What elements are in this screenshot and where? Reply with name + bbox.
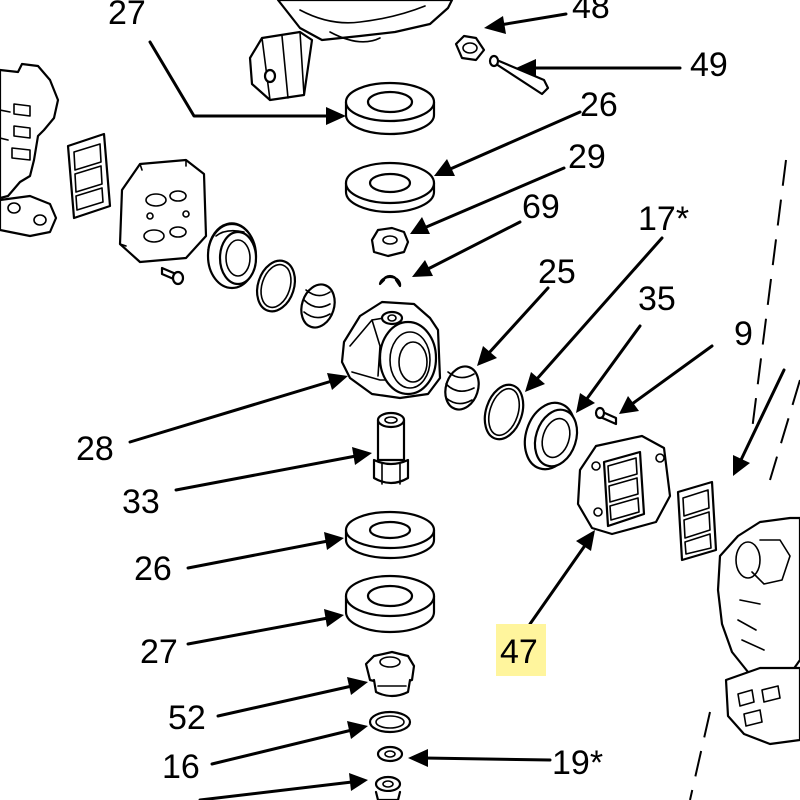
callout-52: 52 <box>168 699 206 737</box>
callout-27-bottom: 27 <box>140 633 178 671</box>
part-9-screw <box>594 406 618 426</box>
left-screw <box>160 266 185 286</box>
part-27-top-seal-ring <box>344 81 436 136</box>
center-line-right-lower <box>689 711 711 800</box>
callout-25: 25 <box>538 253 576 291</box>
part-17-o-ring <box>483 383 525 441</box>
callout-33: 33 <box>122 483 160 521</box>
callout-29: 29 <box>568 138 606 176</box>
callout-16: 16 <box>162 748 200 786</box>
part-35-seat <box>523 401 579 471</box>
part-49-pin <box>488 54 550 96</box>
left-o-ring <box>255 259 297 313</box>
right-gasket <box>676 480 718 562</box>
callout-labels: 27 48 49 26 29 69 17* 25 35 9 28 33 26 2… <box>76 0 753 786</box>
center-line-right-upper <box>751 159 787 431</box>
callout-27-top: 27 <box>108 0 146 32</box>
right-housing-fragment <box>716 516 800 746</box>
part-48-sleeve <box>454 34 486 62</box>
part-16-o-ring <box>368 710 412 734</box>
part-25-spring <box>444 365 480 411</box>
left-gasket <box>66 132 112 220</box>
leader-lines <box>128 12 786 800</box>
top-manifold-part <box>248 0 454 102</box>
callout-47: 47 <box>500 633 538 671</box>
part-52-plug <box>364 650 416 698</box>
callout-69: 69 <box>522 188 560 226</box>
part-33-stem <box>372 411 410 485</box>
callout-17: 17* <box>638 200 689 238</box>
part-69-clip <box>378 274 402 288</box>
part-27-bottom-seal-ring <box>344 574 436 634</box>
part-19-ring <box>376 745 404 763</box>
left-housing-fragment <box>0 62 60 238</box>
part-26-bottom-washer <box>344 510 436 560</box>
left-spring <box>300 283 336 329</box>
callout-47-highlight <box>496 624 546 676</box>
bottom-partial-part <box>374 775 402 800</box>
part-47-cover-plate <box>576 434 672 536</box>
part-29-nut <box>370 226 410 258</box>
callout-49: 49 <box>690 46 728 84</box>
callout-35: 35 <box>638 280 676 318</box>
center-line-right-mid <box>769 379 800 481</box>
callout-28: 28 <box>76 430 114 468</box>
callout-19: 19* <box>552 744 603 782</box>
callout-26-top: 26 <box>580 86 618 124</box>
callout-9: 9 <box>734 315 753 353</box>
part-28-valve-body <box>340 300 442 400</box>
callout-48: 48 <box>572 0 610 26</box>
left-cover-plate <box>118 158 208 264</box>
left-seat-assembly <box>206 222 258 290</box>
callout-26-bottom: 26 <box>134 550 172 588</box>
part-26-top-washer <box>344 161 436 214</box>
